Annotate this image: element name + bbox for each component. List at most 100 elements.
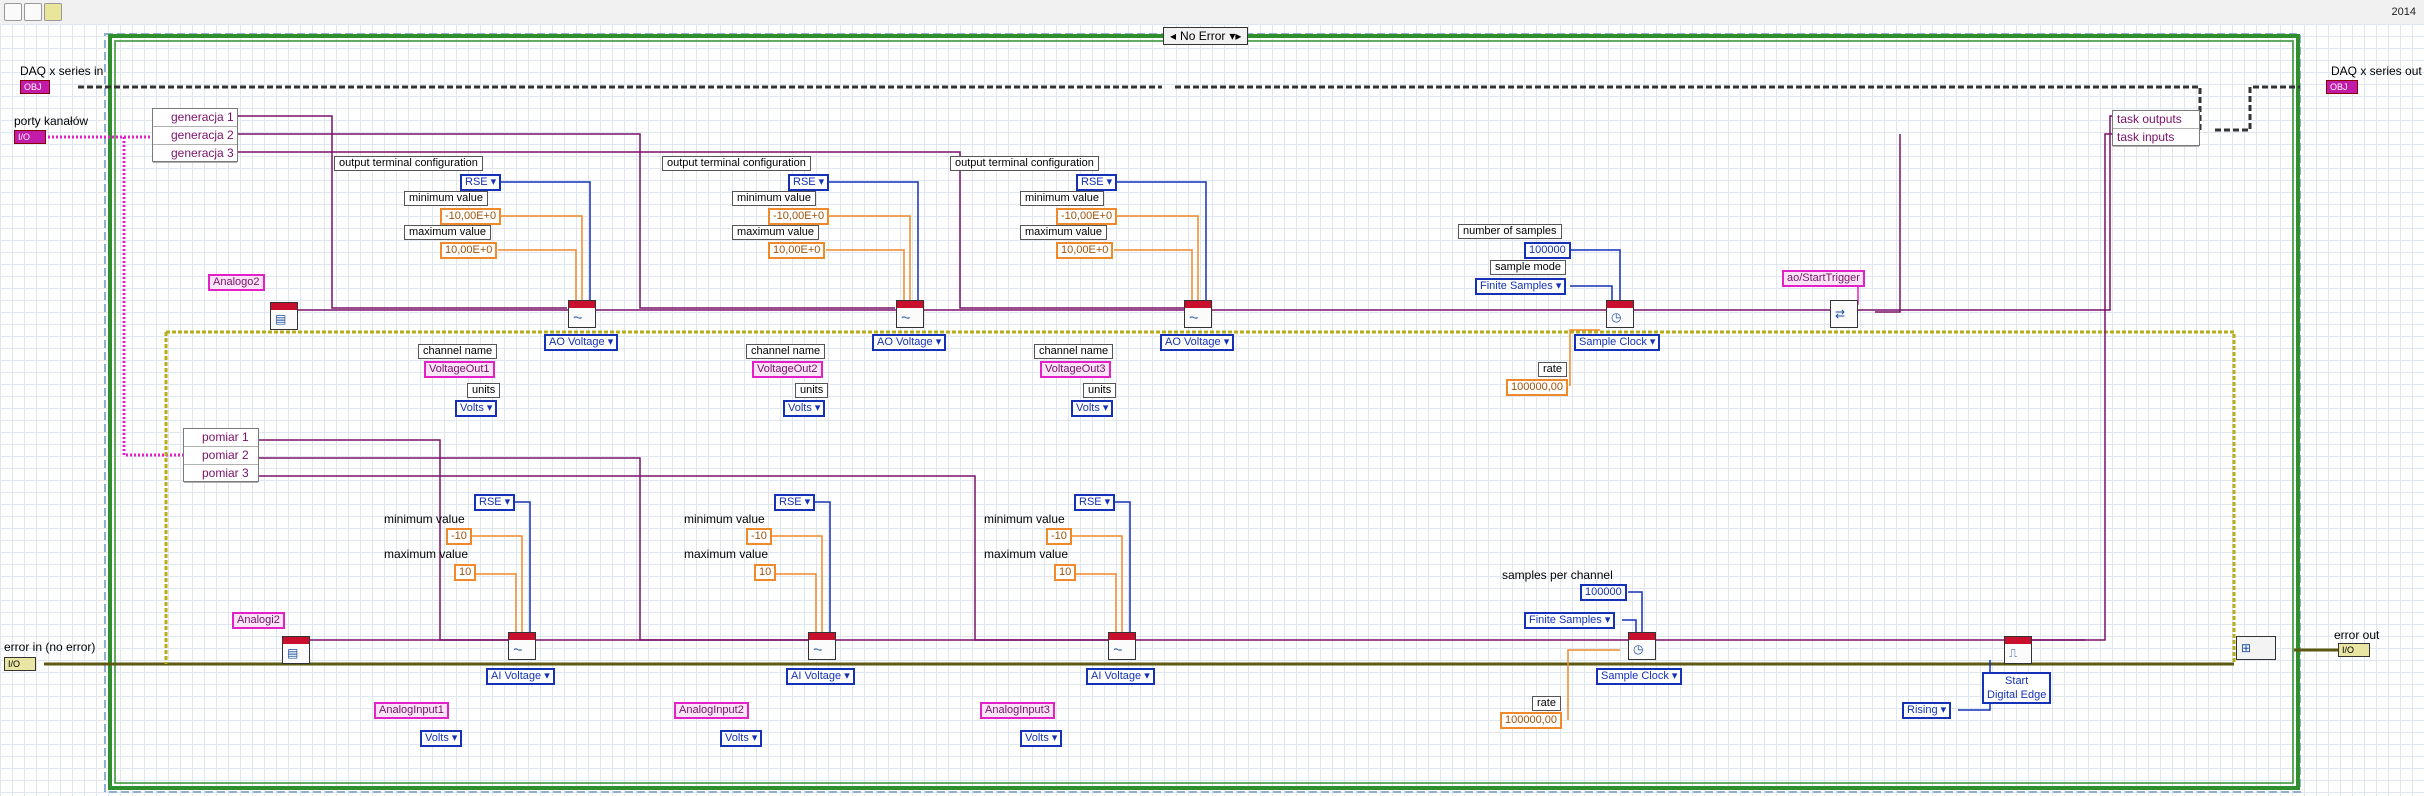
daq-out-terminal[interactable]: OBJ [2326, 80, 2358, 94]
trigger-edge-ring[interactable]: Rising [1902, 702, 1952, 719]
ao2-chan-label: channel name [746, 344, 826, 359]
bundle-item-generacja-3: generacja 3 [153, 145, 237, 163]
error-out-terminal[interactable]: I/O [2338, 643, 2370, 657]
ai-spc-label: samples per channel [1502, 568, 1613, 582]
clock-icon: ◷ [1633, 642, 1644, 656]
ao3-chan-value[interactable]: VoltageOut3 [1040, 361, 1111, 378]
ai2-chan-value[interactable]: AnalogInput2 [674, 702, 749, 719]
task-bundle[interactable]: task outputs task inputs [2112, 110, 2200, 147]
ao2-rse-ring[interactable]: RSE [788, 174, 830, 191]
ai2-min-label: minimum value [684, 512, 765, 526]
ai-sample-clock-selector[interactable]: Sample Clock [1596, 668, 1683, 685]
bundle-item-generacja-1: generacja 1 [153, 109, 237, 127]
ai3-min-value[interactable]: -10 [1046, 528, 1072, 545]
trigger-node[interactable]: ⎍ [2004, 636, 2032, 664]
ai-sample-mode-ring[interactable]: Finite Samples [1524, 612, 1616, 629]
run-icon[interactable] [4, 3, 22, 21]
ai3-max-label: maximum value [984, 547, 1069, 561]
measurement-bundle[interactable]: pomiar 1 pomiar 2 pomiar 3 [183, 428, 259, 483]
ai-rate-value[interactable]: 100000,00 [1500, 712, 1562, 729]
ai2-max-value[interactable]: 10 [754, 564, 777, 581]
ai2-units-ring[interactable]: Volts [720, 730, 763, 747]
ai2-rse-ring[interactable]: RSE [774, 494, 816, 511]
run-continuously-icon[interactable] [24, 3, 42, 21]
ao1-units-ring[interactable]: Volts [455, 400, 498, 417]
task-icon: ▤ [275, 312, 287, 326]
merge-errors-node[interactable]: ⊞ [2236, 636, 2276, 660]
ai3-units-ring[interactable]: Volts [1020, 730, 1063, 747]
ao-start-trigger-constant[interactable]: ao/StartTrigger [1782, 270, 1865, 287]
analogo2-constant[interactable]: Analogo2 [208, 274, 265, 291]
ai1-min-value[interactable]: -10 [446, 528, 472, 545]
ai-timing-node[interactable]: ◷ [1628, 632, 1656, 660]
ao-timing-node[interactable]: ◷ [1606, 300, 1634, 328]
ao2-min-value[interactable]: -10,00E+0 [768, 208, 830, 225]
ao1-max-value[interactable]: 10,00E+0 [440, 242, 498, 259]
digital-edge-icon: ⎍ [2009, 646, 2018, 660]
ao3-polymorphic-selector[interactable]: AO Voltage [1160, 334, 1235, 351]
ai3-max-value[interactable]: 10 [1054, 564, 1077, 581]
highlight-execution-icon[interactable] [44, 3, 62, 21]
ao1-polymorphic-selector[interactable]: AO Voltage [544, 334, 619, 351]
ao1-create-channel-node[interactable]: ⏦ [568, 300, 596, 328]
ao1-chan-value[interactable]: VoltageOut1 [424, 361, 495, 378]
ai3-chan-value[interactable]: AnalogInput3 [980, 702, 1055, 719]
generation-bundle[interactable]: generacja 1 generacja 2 generacja 3 [152, 108, 238, 163]
ao3-create-channel-node[interactable]: ⏦ [1184, 300, 1212, 328]
export-signal-node[interactable]: ⇄ [1830, 300, 1858, 328]
ao1-max-label: maximum value [404, 225, 492, 240]
ai1-rse-ring[interactable]: RSE [474, 494, 516, 511]
trigger-type-ring[interactable]: Start Digital Edge [1982, 672, 2052, 704]
ai1-max-value[interactable]: 10 [454, 564, 477, 581]
ao-channel-icon: ⏦ [901, 310, 911, 324]
ao2-max-value[interactable]: 10,00E+0 [768, 242, 826, 259]
daqmx-create-task-ai-node[interactable]: ▤ [282, 636, 310, 664]
ao2-chan-value[interactable]: VoltageOut2 [752, 361, 823, 378]
ao2-create-channel-node[interactable]: ⏦ [896, 300, 924, 328]
analogi2-constant[interactable]: Analogi2 [232, 612, 285, 629]
ai2-max-label: maximum value [684, 547, 769, 561]
ai2-min-value[interactable]: -10 [746, 528, 772, 545]
bundle-item-generacja-2: generacja 2 [153, 127, 237, 145]
ports-terminal[interactable]: I/O [14, 130, 46, 144]
ao3-rse-ring[interactable]: RSE [1076, 174, 1118, 191]
ai1-polymorphic-selector[interactable]: AI Voltage [486, 668, 555, 685]
ao-num-samples-value[interactable]: 100000 [1524, 242, 1571, 259]
ao-num-samples-label: number of samples [1458, 224, 1562, 239]
error-in-terminal[interactable]: I/O [4, 657, 36, 671]
ai1-max-label: maximum value [384, 547, 469, 561]
ai3-rse-ring[interactable]: RSE [1074, 494, 1116, 511]
ai3-polymorphic-selector[interactable]: AI Voltage [1086, 668, 1155, 685]
daq-in-terminal[interactable]: OBJ [20, 80, 50, 94]
ao-sample-mode-label: sample mode [1490, 260, 1567, 275]
ao1-rse-ring[interactable]: RSE [460, 174, 502, 191]
ao3-min-value[interactable]: -10,00E+0 [1056, 208, 1118, 225]
ai2-create-channel-node[interactable]: ⏦ [808, 632, 836, 660]
ai1-chan-value[interactable]: AnalogInput1 [374, 702, 449, 719]
ai1-units-ring[interactable]: Volts [420, 730, 463, 747]
case-selector[interactable]: ◂No Error▾▸ [1163, 27, 1249, 45]
bundle-item-pomiar-3: pomiar 3 [184, 465, 258, 483]
ao-sample-mode-ring[interactable]: Finite Samples [1475, 278, 1567, 295]
ai3-create-channel-node[interactable]: ⏦ [1108, 632, 1136, 660]
ai-channel-icon: ⏦ [813, 642, 823, 656]
bundle-item-pomiar-2: pomiar 2 [184, 447, 258, 465]
ao3-chan-label: channel name [1034, 344, 1114, 359]
daqmx-create-task-ao-node[interactable]: ▤ [270, 302, 298, 330]
ao2-units-ring[interactable]: Volts [783, 400, 826, 417]
ai2-polymorphic-selector[interactable]: AI Voltage [786, 668, 855, 685]
ao3-max-label: maximum value [1020, 225, 1108, 240]
ao3-units-ring[interactable]: Volts [1071, 400, 1114, 417]
block-diagram[interactable] [0, 24, 2424, 796]
daq-in-label: DAQ x series in [20, 64, 104, 78]
ao-sample-clock-selector[interactable]: Sample Clock [1574, 334, 1661, 351]
ao1-min-value[interactable]: -10,00E+0 [440, 208, 502, 225]
clock-icon: ◷ [1611, 310, 1622, 324]
ao3-max-value[interactable]: 10,00E+0 [1056, 242, 1114, 259]
ai-spc-value[interactable]: 100000 [1580, 584, 1627, 601]
ao2-polymorphic-selector[interactable]: AO Voltage [872, 334, 947, 351]
export-signal-icon: ⇄ [1835, 307, 1846, 321]
ao2-otc-label: output terminal configuration [662, 156, 811, 171]
ai1-create-channel-node[interactable]: ⏦ [508, 632, 536, 660]
ao-rate-value[interactable]: 100000,00 [1506, 379, 1568, 396]
